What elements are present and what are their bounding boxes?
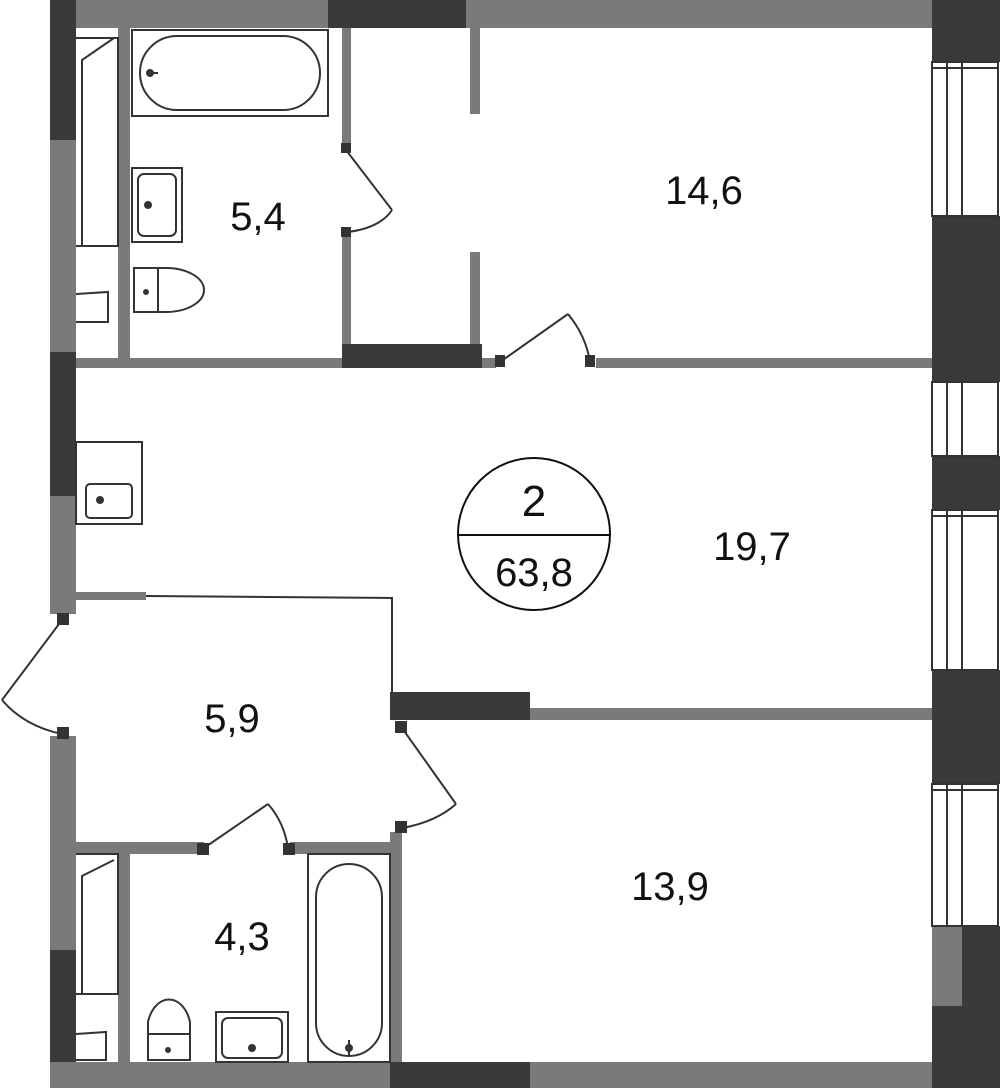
windows [931,61,999,927]
room-area-bathroom-bottom: 4,3 [214,915,270,959]
door-entrance [1,613,69,739]
bathtub-top-icon [131,29,329,117]
interior-walls [76,28,932,1062]
badge-rooms-count: 2 [522,477,546,526]
bottom-wall-right [530,1062,932,1088]
right-wall-4 [932,670,1000,784]
fixtures [75,29,391,1063]
top-wall-left [50,0,328,28]
wall-top-rooms-bottom-stub [482,358,496,368]
right-wall-6 [962,926,1000,1006]
wall-top-rooms-bottom-right [596,358,932,368]
bottom-wall-left [50,1062,390,1088]
washing-machine-bottom-icon [75,853,119,1061]
wall-bath-bottom-top-left [76,842,204,854]
wall-living-bottom-right [530,708,932,720]
left-wall-1 [50,0,76,140]
right-wall-1 [932,0,1000,62]
outer-walls [50,0,1000,1088]
left-wall-4 [50,496,76,614]
left-wall-5 [50,736,76,950]
wall-top-rooms-bottom-left [76,358,342,368]
room-area-bedroom-top: 14,6 [665,169,743,213]
toilet-bottom-icon [147,998,191,1061]
wall-top-rooms-bottom-dark [342,344,482,368]
sink-top-icon [131,167,183,243]
right-wall-3 [932,456,1000,510]
room-area-bathroom-top: 5,4 [230,195,286,239]
wall-bath-top-right-lower [342,234,351,344]
toilet-top-icon [133,267,205,313]
wall-bath-top-left [118,28,130,358]
room-area-bedroom-bottom: 13,9 [631,865,709,909]
thin-partitions [145,595,393,692]
window-middle-right-2 [931,509,999,671]
right-wall-2 [932,216,1000,382]
bathtub-bottom-icon [307,853,391,1063]
room-area-hallway: 5,9 [204,697,260,741]
window-bottom-right [931,783,999,927]
washing-machine-top-icon [75,37,119,323]
hallway-partition-line [145,595,393,692]
wall-bedroom-partition-lower [470,252,480,344]
door-bedroom-bottom [395,721,457,833]
window-top-right [931,61,999,217]
bottom-wall-dark [390,1062,530,1088]
wall-living-bottom-dark [390,692,530,720]
top-wall-dark [328,0,466,28]
wall-bath-bottom-inner [118,854,130,1062]
sink-hallway-icon [75,441,143,525]
apartment-badge: 2 63,8 [457,457,611,611]
left-wall-2 [50,140,76,352]
right-wall-5 [932,926,962,1006]
left-wall-3 [50,352,76,496]
door-bedroom-top [495,313,595,367]
wall-bedroom-partition-upper [470,28,480,114]
door-bathroom-top [341,143,393,237]
wall-bath-bottom-top-right [290,842,398,854]
badge-total-area: 63,8 [495,551,573,595]
room-labels: 5,4 14,6 19,7 5,9 4,3 13,9 [204,169,791,959]
wall-hallway-top [76,592,146,600]
sink-bottom-icon [215,1011,289,1063]
wall-bath-bottom-right [390,832,402,1062]
window-middle-right-1 [931,381,999,457]
wall-bath-top-right-upper [342,28,351,146]
doors [1,143,595,855]
right-wall-7 [932,1006,1000,1088]
top-wall-right [466,0,932,28]
room-area-living-room: 19,7 [713,525,791,569]
door-bathroom-bottom [197,803,295,855]
